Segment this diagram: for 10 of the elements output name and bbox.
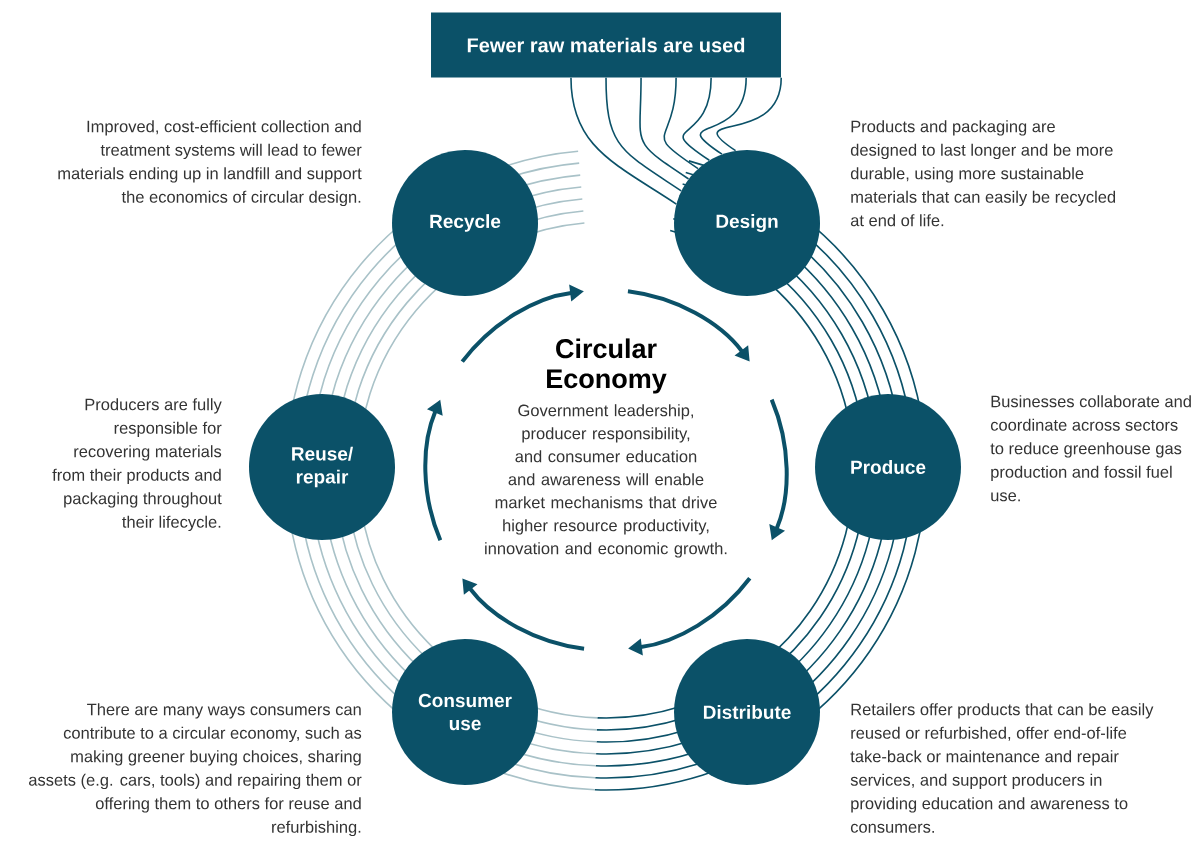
flow-line (663, 76, 699, 170)
centre-text: Government leadership, producer responsibility, and consumer education and awareness will enable market mechanisms that drive higher resource productivity, innovation and economic growth. (485, 404, 727, 558)
description-text: Businesses collaborate and coordinate across sectors to reduce greenhouse gas production and fossil fuel use. (990, 395, 1191, 502)
centre-heading: Circular Economy (547, 338, 667, 394)
description-text: Improved, cost-efficient collection and treatment systems will lead to fewer materials ending up in landfill and support the economics of circular design. (58, 120, 362, 207)
description-text: There are many ways consumers can contribute to a circular economy, such as making greener buying choices, sharing assets (e.g. cars, tools) and repairing them or offering them to others for reuse and refurbishing. (29, 703, 362, 837)
description-text: Producers are fully responsible for recovering materials from their products and packaging throughout their lifecycle. (52, 398, 222, 532)
title-box: Fewer raw materials are used (431, 12, 781, 78)
description-text: Products and packaging are designed to last longer and be more durable, using more sustainable materials that can easily be recycled at end of life. (850, 120, 1116, 227)
description-text: Retailers offer products that can be easily reused or refurbished, offer end-of-life take-back or maintenance and repair services, and support producers in providing education and awareness to consumers. (850, 703, 1154, 833)
